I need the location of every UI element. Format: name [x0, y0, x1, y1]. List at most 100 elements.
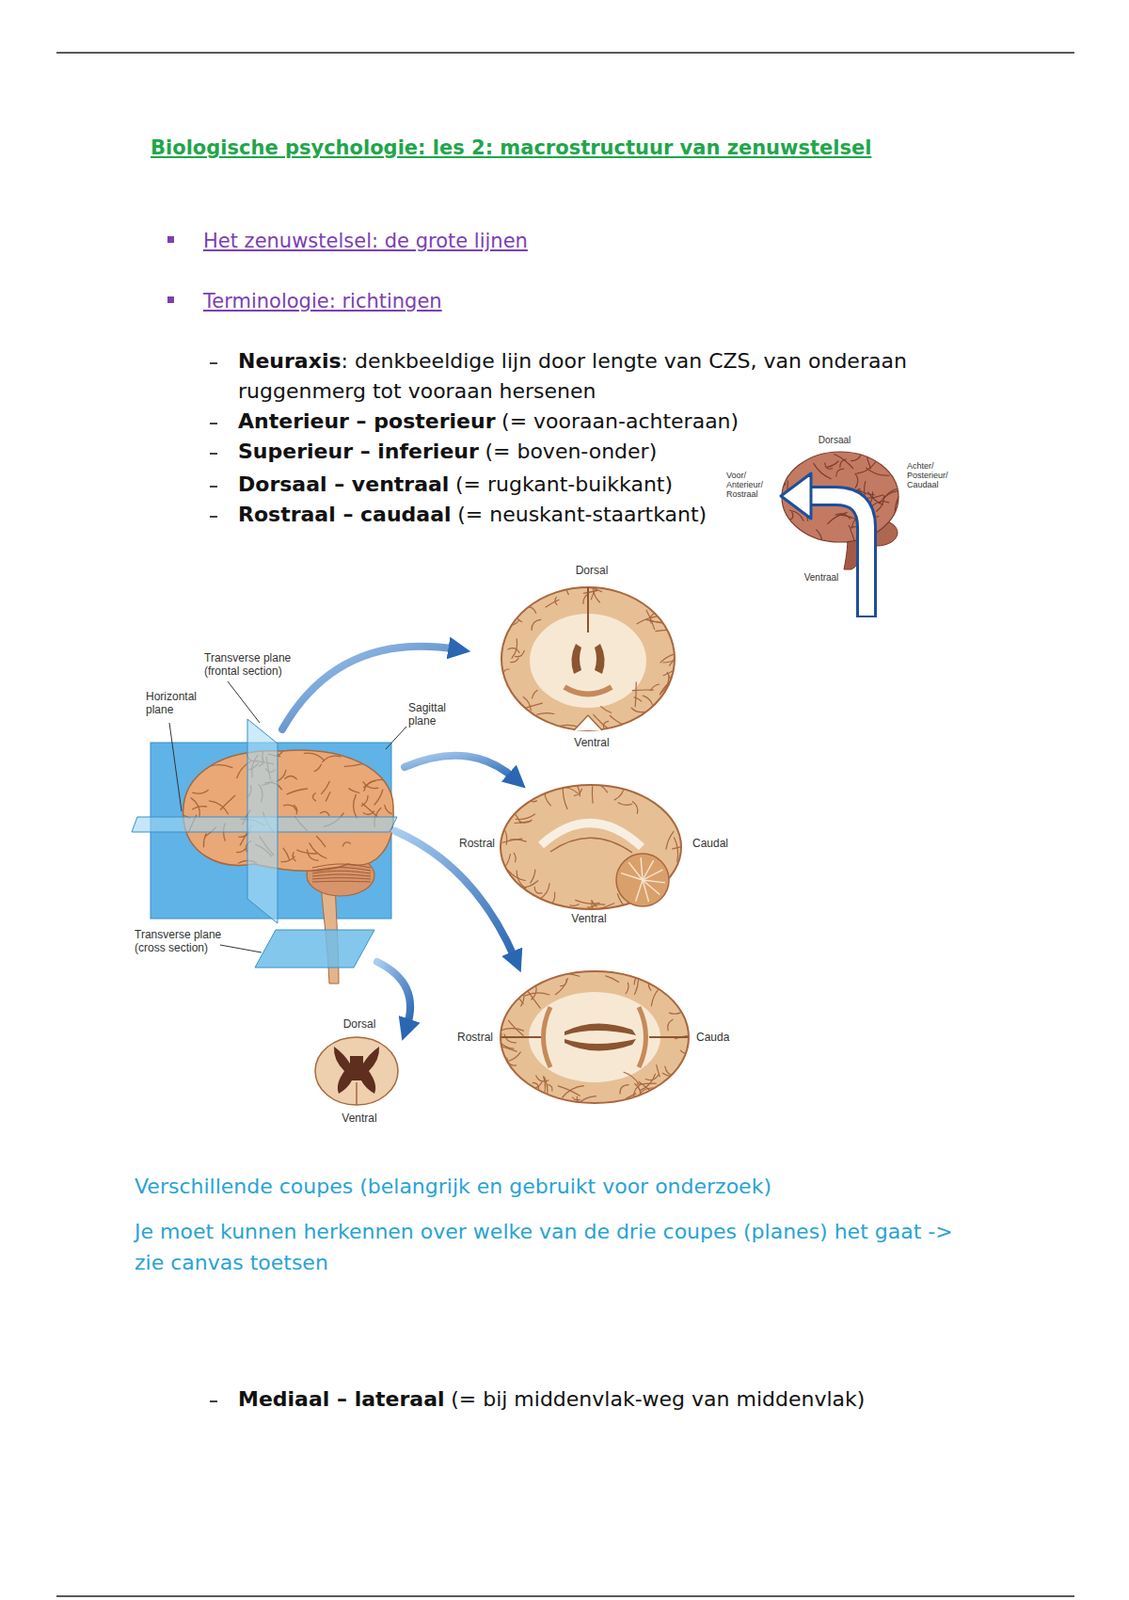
- figure-part: [825, 462, 833, 469]
- figure-part: [544, 786, 551, 806]
- figure-part: [237, 848, 246, 853]
- figure-part: [635, 978, 639, 994]
- figure-part: [363, 810, 374, 815]
- figure-label: Sagittal plane: [408, 700, 461, 728]
- list-item: Neuraxis: denkbeeldige lijn door lengte …: [238, 346, 991, 407]
- text: (= boven-onder): [484, 439, 657, 463]
- figure-part: [344, 763, 366, 766]
- figure-part: [655, 629, 679, 632]
- figure-part: [508, 648, 520, 653]
- figure-part: [583, 589, 598, 593]
- figure-part: [663, 667, 679, 676]
- bullet-square: [167, 236, 175, 243]
- figure-part: [834, 453, 854, 468]
- figure-part: [529, 798, 538, 802]
- figure-label: Horizontal plane: [145, 689, 212, 716]
- figure-part: [601, 706, 612, 714]
- figure-part: [303, 752, 324, 761]
- text: Voor/ Anterieur/ Rostraal: [726, 470, 764, 499]
- figure-part: [500, 1041, 514, 1049]
- list-item: Anterieur – posterieur(= vooraan-achtera…: [238, 406, 739, 437]
- figure-part: [209, 362, 218, 365]
- figure-part: [385, 726, 407, 749]
- direction-label: Voor/ Anterieur/ Rostraal: [726, 470, 764, 499]
- figure-part: [588, 779, 607, 793]
- figure-part: [666, 831, 674, 850]
- figure-part: [513, 852, 516, 861]
- figure-part: [660, 652, 678, 663]
- figure-part: [500, 1033, 502, 1048]
- figure-part: [570, 904, 579, 907]
- figure-part: [835, 514, 854, 519]
- figure-part: [638, 1006, 647, 1067]
- figure-part: [510, 657, 520, 662]
- small-brain: [778, 450, 900, 618]
- figure-part: [175, 745, 392, 864]
- figure-part: [319, 810, 330, 815]
- text: Transverse plane (cross section): [134, 927, 222, 955]
- figure-part: [501, 1035, 541, 1038]
- figure-part: [540, 822, 642, 847]
- figure-part: [571, 643, 582, 674]
- text: (= bij middenvlak-weg van middenvlak): [450, 1386, 865, 1411]
- figure-label: Caudal: [692, 836, 729, 850]
- figure-part: [209, 452, 218, 455]
- term: Anterieur – posterieur: [238, 409, 496, 433]
- figure-part: [312, 880, 371, 883]
- figure-part: [638, 1081, 655, 1095]
- text: Dorsaal: [818, 434, 851, 446]
- note-text: Je moet kunnen herkennen over welke van …: [134, 1215, 963, 1278]
- figure-part: [190, 797, 200, 817]
- figure-part: [169, 722, 182, 811]
- figure-part: [564, 686, 612, 695]
- figure-part: [603, 720, 608, 729]
- figure-part: [631, 707, 644, 712]
- figure-label: Ventral: [573, 735, 609, 749]
- figure-label: Rostral: [457, 1030, 493, 1044]
- figure-part: [626, 1093, 637, 1098]
- figure-part: [312, 877, 371, 879]
- text: Dorsal: [575, 563, 609, 577]
- figure-label: Ventral: [571, 911, 606, 925]
- term: Rostraal – caudaal: [238, 502, 452, 526]
- text: Ventral: [571, 911, 606, 925]
- figure-part: [809, 495, 867, 616]
- figure-part: [499, 1028, 525, 1031]
- figure-part: [503, 583, 680, 732]
- figure-part: [564, 1038, 637, 1051]
- figure-part: [325, 792, 331, 801]
- figure-part: [651, 988, 658, 1005]
- figure-part: [573, 715, 603, 731]
- figure-part: [865, 450, 871, 468]
- figure-part: [620, 1084, 629, 1094]
- figure-part: [651, 683, 660, 691]
- term: Superieur – inferieur: [238, 439, 479, 463]
- figure-part: [614, 782, 625, 800]
- figure-part: [555, 978, 568, 995]
- figure-part: [560, 979, 567, 986]
- figure-part: [515, 650, 525, 656]
- term: Dorsaal – ventraal: [238, 472, 449, 496]
- figure-part: [342, 842, 350, 846]
- figure-part: [648, 983, 651, 991]
- figure-part: [209, 764, 233, 768]
- figure-part: [866, 467, 891, 476]
- text: (= vooraan-achteraan): [501, 409, 739, 433]
- figure-part: [646, 619, 668, 622]
- figure-part: [500, 854, 510, 874]
- bullet-square: [167, 296, 175, 303]
- figure-part: [208, 800, 228, 814]
- text: Ventral: [573, 735, 609, 749]
- figure-part: [539, 883, 550, 900]
- figure-part: [220, 944, 262, 953]
- figure-part: [894, 496, 899, 516]
- figure-part: [521, 986, 525, 1006]
- figure-part: [616, 853, 669, 907]
- figure-label: Dorsal: [343, 1017, 377, 1031]
- figure-part: [672, 844, 685, 849]
- text: (= rugkant-buikkant): [455, 472, 673, 496]
- figure-part: [623, 1071, 638, 1083]
- figure-part: [286, 788, 308, 795]
- figure-part: [183, 749, 394, 871]
